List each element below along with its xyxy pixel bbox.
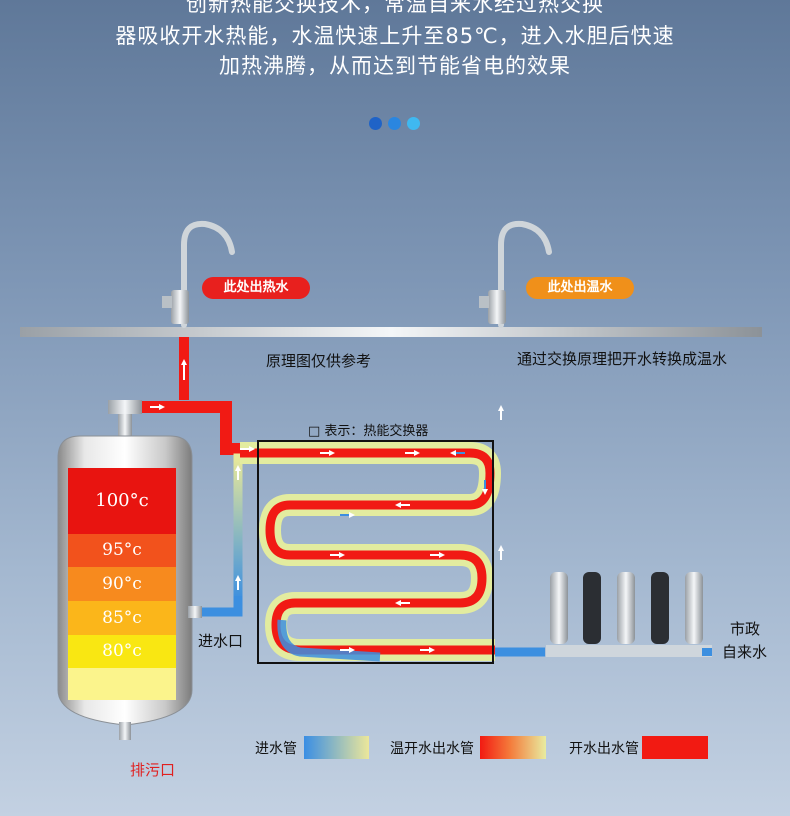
temp-95: 95°c xyxy=(102,540,142,560)
intro-line-3: 加热沸腾，从而达到节能省电的效果 xyxy=(219,54,571,78)
pager-dot-1[interactable] xyxy=(369,117,382,130)
heat-exchanger-frame xyxy=(257,440,494,664)
exchanger-legend: □ 表示：热能交换器 xyxy=(308,424,429,439)
counter-rail xyxy=(20,327,762,337)
principle-note: 原理图仅供参考 xyxy=(266,352,372,370)
pager-dot-3[interactable] xyxy=(407,117,420,130)
convert-note: 通过交换原理把开水转换成温水 xyxy=(517,350,728,368)
tank-level-95 xyxy=(68,534,176,567)
pager-dot-2[interactable] xyxy=(388,117,401,130)
intro-line-2: 器吸收开水热能，水温快速上升至85℃，进入水胆后快速 xyxy=(115,24,675,48)
tank-level-90 xyxy=(68,567,176,601)
warm-faucet xyxy=(498,220,552,328)
inlet-label: 进水口 xyxy=(198,632,244,650)
legend-warm-text: 温开水出水管 xyxy=(390,741,474,757)
hot-faucet xyxy=(181,220,235,328)
city-water-label-2: 自来水 xyxy=(722,643,768,661)
legend-hot-swatch xyxy=(642,736,708,759)
tank-level-85 xyxy=(68,601,176,635)
temp-80: 80°c xyxy=(102,641,142,661)
legend-warm-swatch xyxy=(480,736,546,759)
tank-level-80 xyxy=(68,635,176,668)
hot-serpentine xyxy=(240,448,495,655)
warm-faucet-body xyxy=(488,290,506,324)
temp-85: 85°c xyxy=(102,608,142,628)
hot-water-tag: 此处出热水 xyxy=(202,277,310,299)
hot-faucet-body xyxy=(171,290,189,324)
temp-90: 90°c xyxy=(102,574,142,594)
drain-label: 排污口 xyxy=(130,761,176,779)
tank-level-100 xyxy=(68,468,176,534)
flow-arrows xyxy=(150,359,504,653)
water-filters xyxy=(546,572,712,657)
intro-line-1: 创新热能交换技术，常温自来水经过热交换 xyxy=(186,0,604,16)
city-water-label-1: 市政 xyxy=(730,620,761,638)
legend-inlet-swatch xyxy=(304,736,369,759)
legend-inlet-text: 进水管 xyxy=(255,741,297,757)
legend-hot-text: 开水出水管 xyxy=(569,741,639,757)
warm-water-tag: 此处出温水 xyxy=(526,277,634,299)
temp-100: 100°c xyxy=(95,490,149,511)
